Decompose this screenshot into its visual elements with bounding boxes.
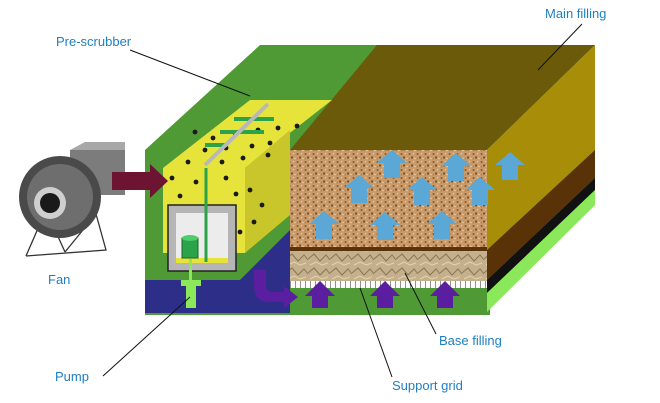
label-main-filling: Main filling xyxy=(545,6,607,21)
leader-base-filling xyxy=(404,272,437,335)
label-support-grid: Support grid xyxy=(392,378,463,393)
label-pump: Pump xyxy=(55,369,89,384)
pump-icon xyxy=(181,235,201,308)
leader-main-filling xyxy=(537,23,583,71)
air-inlet-arrow-icon xyxy=(112,164,168,198)
bright-green-side xyxy=(487,190,595,312)
brown-divider xyxy=(290,247,487,251)
downflow-elbow-arrow-icon xyxy=(254,270,298,308)
base-filling-front xyxy=(290,251,487,281)
main-filling-top-face xyxy=(290,45,595,150)
main-filling-side-face xyxy=(487,45,595,250)
fan-icon xyxy=(19,142,125,257)
upflow-arrow-icon xyxy=(309,150,525,240)
upflow-purple-arrows xyxy=(305,281,460,308)
label-fan: Fan xyxy=(48,272,71,287)
sump-water xyxy=(176,258,228,263)
brown-layer-side xyxy=(487,150,595,280)
spray-pipe-top xyxy=(203,102,270,167)
leader-support-grid xyxy=(359,287,393,378)
leader-pre-scrubber xyxy=(129,49,251,97)
black-layer-side xyxy=(487,178,595,293)
label-base-filling: Base filling xyxy=(439,333,502,348)
label-pre-scrubber: Pre-scrubber xyxy=(56,34,132,49)
leader-pump xyxy=(102,296,191,377)
base-tray-side xyxy=(240,230,290,280)
